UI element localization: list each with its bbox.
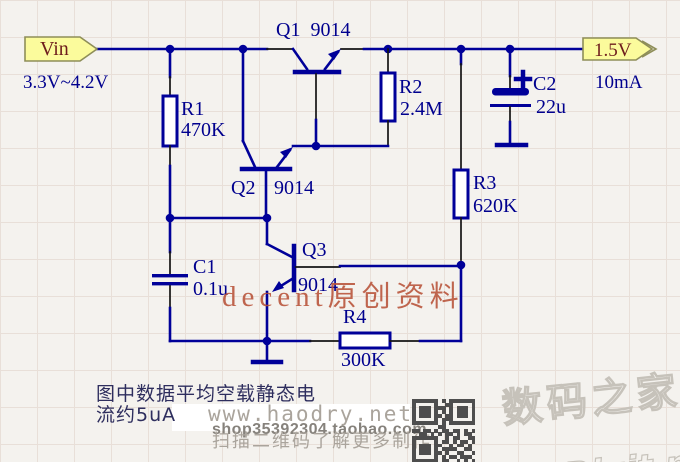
label-q2-part: 9014 xyxy=(274,177,314,199)
label-c1-value: 0.1u xyxy=(193,278,228,300)
resistor-r4 xyxy=(338,331,463,350)
wire-mid xyxy=(291,141,390,151)
wire-top-rail xyxy=(95,44,585,54)
port-vin-arrow xyxy=(24,36,99,62)
label-c2-ref: C2 xyxy=(533,73,557,95)
resistor-r2 xyxy=(379,48,397,147)
label-r1-value: 470K xyxy=(181,119,226,141)
wire-left-junction xyxy=(165,213,272,223)
annotation-line2: 流约5uA xyxy=(96,404,177,426)
label-r3-ref: R3 xyxy=(473,172,497,194)
label-c2-value: 22u xyxy=(536,96,566,118)
capacitor-c1 xyxy=(152,216,188,343)
label-q3-part: 9014 xyxy=(298,274,338,296)
transistor-q3 xyxy=(265,216,341,343)
port-out-arrow xyxy=(582,37,658,61)
label-r2-ref: R2 xyxy=(399,76,423,98)
watermark-brand-cn: 数码之家 xyxy=(499,367,680,433)
annotation-line1: 图中数据平均空载静态电 xyxy=(96,383,317,405)
transistor-q2 xyxy=(239,47,293,220)
ground-symbol xyxy=(250,339,284,365)
label-q2-ref: Q2 xyxy=(231,177,256,199)
port-out-label: 1.5V xyxy=(594,40,632,61)
transistor-q1 xyxy=(291,47,342,148)
label-r4-value: 300K xyxy=(341,349,386,371)
watermark-site: www.haodry.net xyxy=(208,402,414,426)
label-r1-ref: R1 xyxy=(181,98,205,120)
input-voltage-range: 3.3V~4.2V xyxy=(23,72,109,93)
output-current: 10mA xyxy=(595,72,643,93)
watermark-scan-hint: 扫描二维码了解更多制作 xyxy=(212,431,432,452)
port-vin-label: Vin xyxy=(40,38,69,60)
label-q1: Q1 9014 xyxy=(276,19,351,41)
capacitor-c2 xyxy=(490,47,533,148)
label-r2-value: 2.4M xyxy=(400,98,443,120)
resistor-r3 xyxy=(338,47,470,343)
watermark-decent: decent原创资料 xyxy=(222,281,464,313)
label-r4-ref: R4 xyxy=(343,306,367,328)
watermark-shop: shop35392304.taobao.com xyxy=(212,421,428,438)
watermark-brand: 数码之家 MyDigit.net xyxy=(497,335,680,462)
resistor-r1 xyxy=(161,47,179,220)
label-c1-ref: C1 xyxy=(193,256,217,278)
label-q3-ref: Q3 xyxy=(302,239,327,261)
wire-bottom-rail xyxy=(168,336,341,346)
white-patch xyxy=(172,404,410,431)
label-r3-value: 620K xyxy=(473,195,518,217)
qr-code xyxy=(412,399,476,462)
watermark-brand-en: MyDigit.net xyxy=(507,438,680,462)
